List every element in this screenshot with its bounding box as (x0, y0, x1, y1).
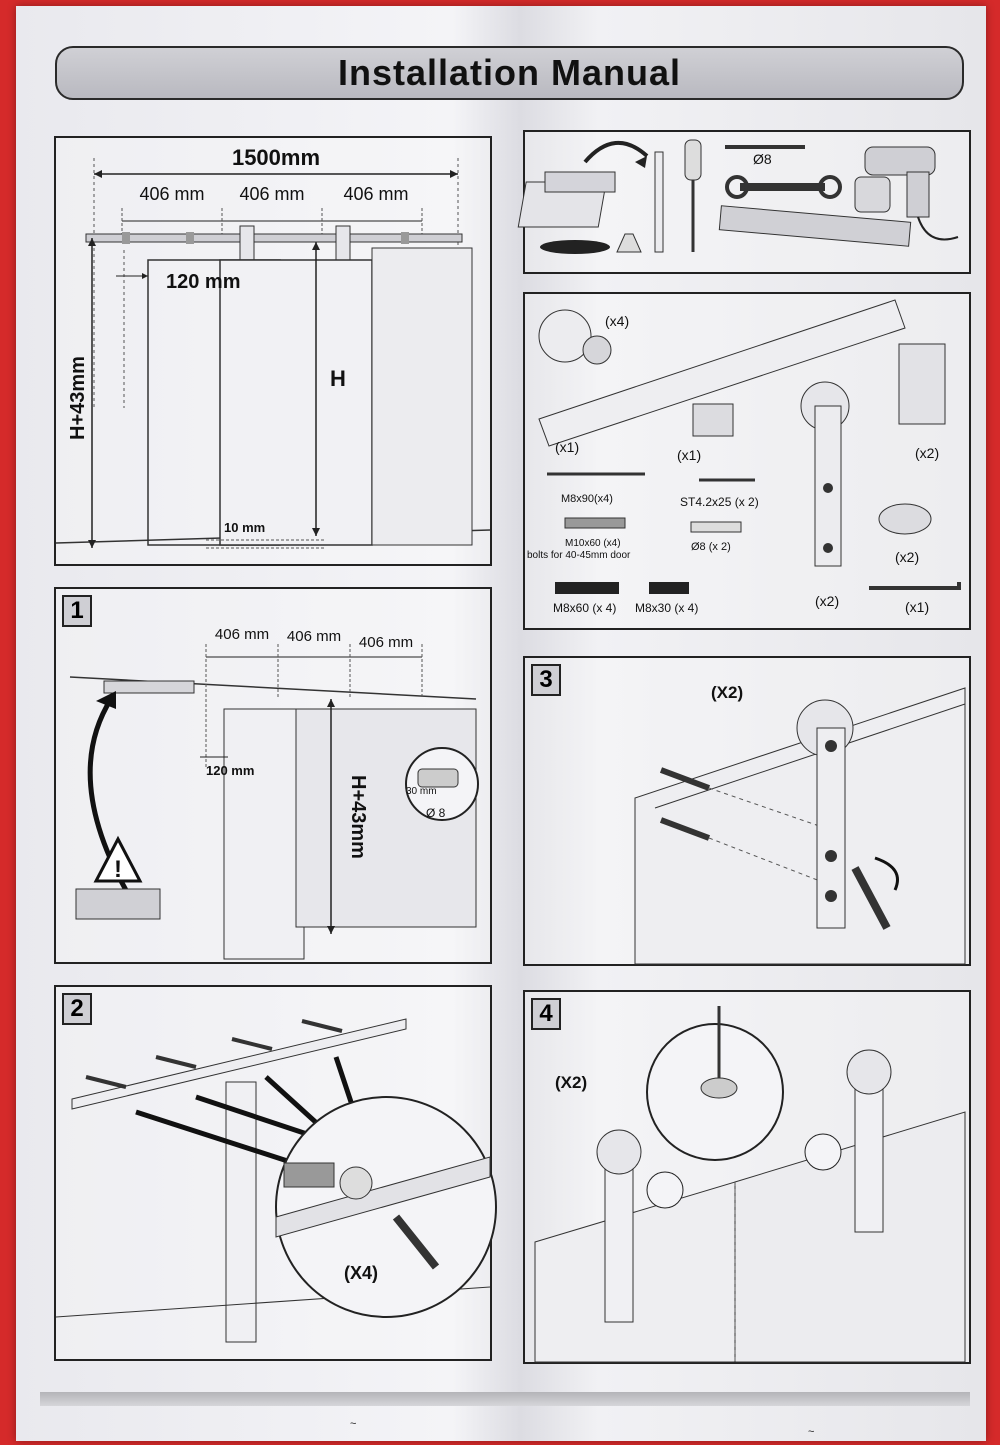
step1-badge: 1 (62, 595, 92, 627)
hanger-left (604, 1151, 634, 1323)
title-banner: Installation Manual (55, 46, 964, 100)
warning-mark: ! (114, 856, 122, 883)
hanger-right (854, 1071, 884, 1233)
drill-bit-label: Ø8 (753, 151, 772, 167)
step2-qty: (X4) (344, 1263, 378, 1283)
door-height-label: H (330, 366, 346, 391)
step1-panel: 1 ! 30 mm Ø 8 406 mm 406 mm 406 mm (54, 587, 492, 964)
key-qty: (x1) (905, 599, 929, 615)
spacing-label-2: 406 mm (239, 184, 304, 204)
screw1-label: M8x90(x4) (561, 493, 613, 505)
wrench-icon (725, 175, 842, 199)
drill-depth-label: 30 mm (406, 786, 437, 797)
pencil-icon (654, 151, 664, 253)
step3-badge: 3 (531, 664, 561, 696)
parts-panel: (x4) (x1) (x1) (x2) (x2) M8x90(x4) ST4.2… (523, 292, 971, 630)
spirit-level-icon (718, 205, 912, 247)
floor-guide-icon (692, 403, 734, 437)
anchor-icon (690, 521, 742, 533)
tape-icon (540, 240, 610, 254)
tools-illustration: Ø8 (517, 139, 959, 254)
door-opening (223, 708, 305, 960)
guide-qty: (x2) (915, 445, 939, 461)
offset-label: 120 mm (166, 271, 241, 293)
step2-diagram: (X4) (55, 1018, 497, 1343)
bolt-a-icon (555, 582, 619, 594)
door-shape (634, 687, 966, 965)
step1-diagram: ! 30 mm Ø 8 406 mm 406 mm 406 mm 120 mm … (69, 626, 479, 960)
spacing-label-2: 406 mm (287, 628, 341, 645)
step3-panel: 3 (X2) (523, 656, 971, 966)
step4-panel: 4 (X2) (523, 990, 971, 1364)
bolts-label: M10x60 (x4) (565, 538, 621, 549)
parts-illustration: (x4) (x1) (x1) (x2) (x2) M8x90(x4) ST4.2… (527, 299, 961, 615)
rail-shape (85, 233, 463, 243)
screws-row (85, 1019, 343, 1089)
stop-qty: (x1) (677, 447, 701, 463)
toolbox-icon (517, 140, 649, 228)
warning-icon (93, 835, 143, 883)
total-width-label: 1500mm (232, 145, 320, 170)
rail-part-icon (538, 299, 906, 447)
hex-key-icon (869, 582, 961, 590)
door-shape (534, 1181, 736, 1363)
step4-diagram: (X2) (534, 1006, 966, 1363)
overview-diagram: 1500mm 406 mm 406 mm 406 mm 120 mm H+43m… (55, 145, 491, 549)
step4-qty: (X2) (555, 1073, 587, 1092)
hanger-qty: (x2) (815, 593, 839, 609)
wrench-icon (392, 1214, 440, 1270)
anchor-label: Ø8 (x 2) (691, 541, 731, 553)
wheel-stop-icon (700, 1077, 738, 1099)
spacing-label-1: 406 mm (215, 626, 269, 643)
hanger-icon (800, 381, 850, 567)
rail-template (103, 680, 195, 694)
measuring-tape-icon (854, 176, 891, 213)
bolt-b-icon (649, 582, 689, 594)
power-drill-icon (864, 146, 959, 241)
door-shape (219, 259, 373, 546)
step4-badge: 4 (531, 998, 561, 1030)
bolt-icon (564, 517, 626, 529)
page-title: Installation Manual (337, 52, 682, 93)
bolt-icon (659, 767, 711, 791)
stopper-icon (538, 309, 592, 363)
step3-qty: (X2) (711, 683, 743, 702)
footer-mark-right: ~ (808, 1426, 815, 1438)
overview-panel: 1500mm 406 mm 406 mm 406 mm 120 mm H+43m… (54, 136, 492, 566)
step3-diagram: (X2) (634, 683, 966, 965)
stopper-icon (283, 1162, 335, 1188)
step2-panel: 2 (X4) (54, 985, 497, 1361)
bolts-note: bolts for 40-45mm door (527, 550, 631, 561)
screw2-label: ST4.2x25 (x 2) (680, 495, 759, 509)
stopper-qty: (x4) (605, 313, 629, 329)
wrench-icon (851, 866, 891, 930)
anti-jump-icon (898, 343, 946, 425)
bolt-b-label: M8x30 (x 4) (635, 601, 698, 615)
drill-bit-label: Ø 8 (426, 806, 446, 820)
tools-panel: Ø8 (517, 130, 971, 274)
spacing-label-3: 406 mm (359, 634, 413, 651)
screwdriver-icon (684, 139, 702, 252)
drill-icon (417, 768, 459, 788)
height-label: H+43mm (347, 775, 369, 859)
footer-mark-left: ~ (350, 1418, 357, 1430)
offset-label: 120 mm (206, 763, 254, 778)
rail-shape (71, 1018, 407, 1110)
wheel-qty: (x2) (895, 549, 919, 565)
rail-qty: (x1) (555, 439, 579, 455)
floor-gap-label: 10 mm (224, 520, 265, 535)
detail-inset (275, 1096, 497, 1318)
spacing-label-1: 406 mm (139, 184, 204, 204)
footer-strip (40, 1392, 970, 1406)
mount-height-label: H+43mm (67, 356, 89, 440)
spacing-label-3: 406 mm (343, 184, 408, 204)
wheel-stop-icon (878, 503, 932, 535)
bolt-a-label: M8x60 (x 4) (553, 601, 616, 615)
step2-badge: 2 (62, 993, 92, 1025)
spirit-level-icon (75, 888, 161, 920)
